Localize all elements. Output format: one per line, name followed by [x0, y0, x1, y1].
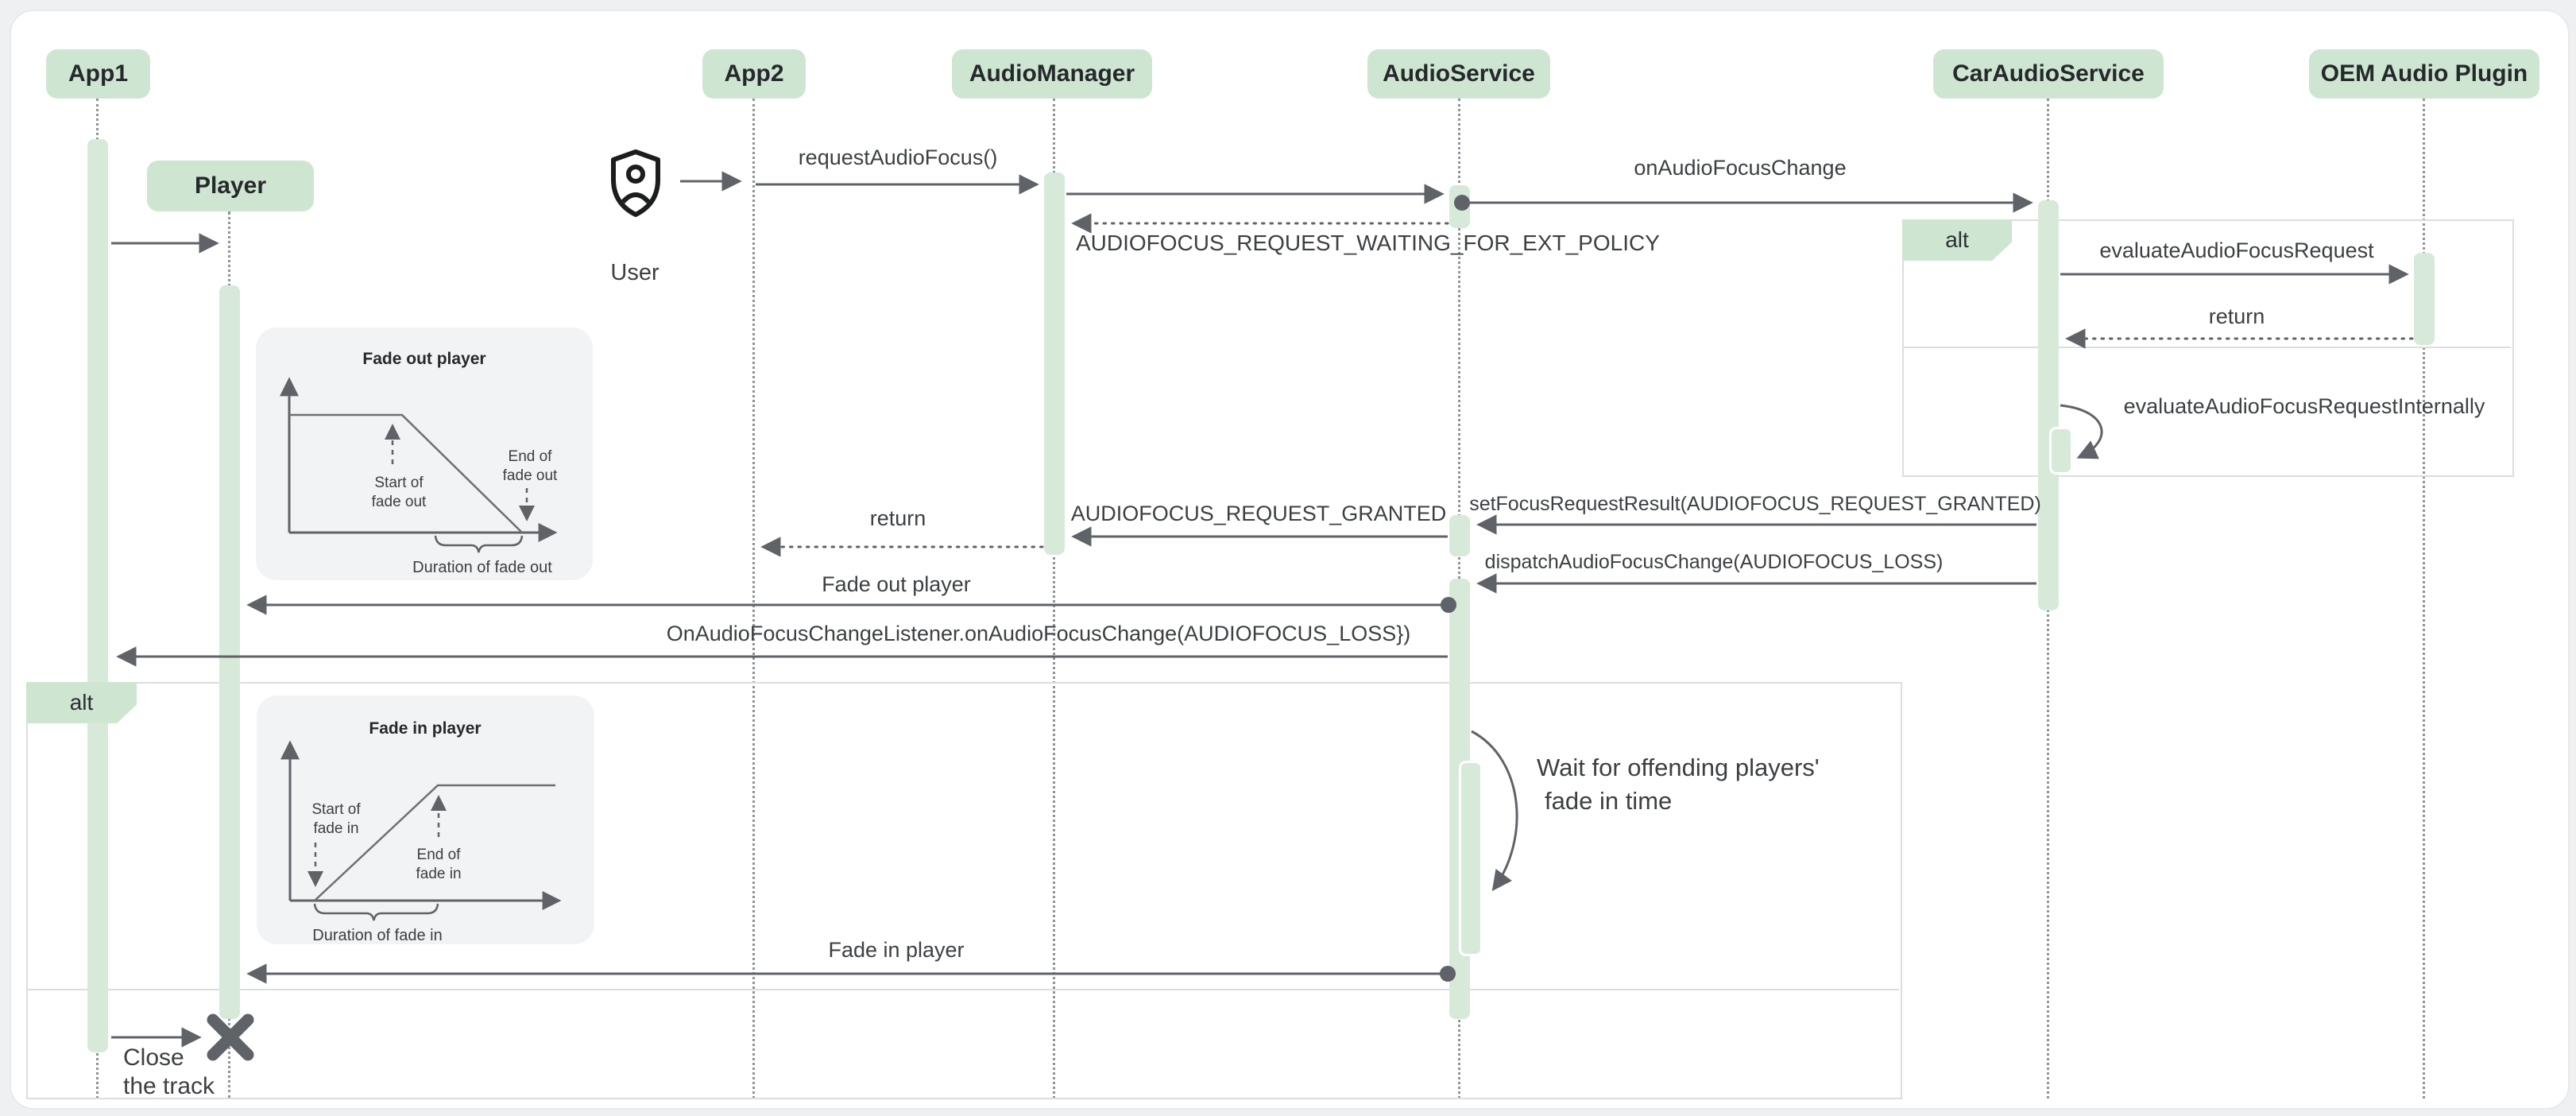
- user-label: User: [610, 260, 659, 285]
- end-label-1: End of: [417, 847, 462, 863]
- alt-fragment-right: [1902, 219, 2514, 477]
- fade-in-inset: Fade in player Start of fade in End of f…: [257, 696, 594, 944]
- activation-audiomanager: [1044, 172, 1065, 555]
- fade-in-title: Fade in player: [369, 719, 481, 738]
- user-icon: [611, 149, 660, 217]
- async-dot-fade-out: [1441, 597, 1456, 613]
- msg-evaluate-internally: evaluateAudioFocusRequestInternally: [2123, 394, 2485, 418]
- end-label-1: End of: [509, 448, 553, 465]
- msg-dispatch-focus-change: dispatchAudioFocusChange(AUDIOFOCUS_LOSS…: [1484, 551, 1944, 573]
- msg-fade-in-player: Fade in player: [828, 938, 965, 962]
- activation-player: [219, 285, 240, 1019]
- activation-oem-plugin: [2414, 253, 2435, 345]
- evaluate-internally-self-arrow: [2060, 404, 2103, 459]
- start-label-1: Start of: [374, 475, 424, 491]
- participant-audioservice: AudioService: [1367, 49, 1550, 99]
- participant-oem-audio-plugin: OEM Audio Plugin: [2309, 49, 2539, 99]
- start-label-2: fade out: [372, 494, 427, 510]
- activation-caraudioservice-self: [2049, 427, 2073, 475]
- close-note-line1: Close: [123, 1044, 184, 1071]
- duration-brace: [434, 535, 524, 553]
- alt-fragment-left-divider: [26, 989, 1899, 990]
- start-label-1: Start of: [311, 801, 361, 818]
- end-label-2: fade out: [503, 467, 558, 484]
- lifeline-audiomanager: [1053, 99, 1055, 1099]
- close-note-line2: the track: [123, 1073, 215, 1099]
- participant-app1: App1: [46, 49, 150, 99]
- activation-audioservice-wait: [1459, 761, 1483, 956]
- async-dot-on-audio-focus-change: [1454, 195, 1470, 211]
- fade-out-curve: [289, 413, 523, 533]
- end-label-2: fade in: [416, 866, 461, 882]
- wait-note-line2: fade in time: [1545, 787, 1673, 815]
- activation-audioservice-2: [1449, 515, 1470, 556]
- alt-fragment-right-divider: [1902, 347, 2511, 348]
- duration-label: Duration of fade in: [312, 927, 442, 944]
- lifeline-oem-plugin: [2423, 99, 2425, 1099]
- activation-caraudioservice: [2038, 200, 2059, 610]
- lifeline-app2: [752, 99, 755, 1099]
- msg-return-left: return: [869, 506, 926, 530]
- msg-audiofocus-waiting: AUDIOFOCUS_REQUEST_WAITING_FOR_EXT_POLIC…: [1076, 231, 1660, 255]
- participant-caraudioservice: CarAudioService: [1933, 49, 2164, 99]
- fade-out-inset: Fade out player Start of fade out End of…: [256, 327, 593, 580]
- fade-in-curve: [314, 784, 555, 901]
- wait-self-arrow: [1471, 730, 1518, 892]
- activation-app1: [87, 139, 108, 1052]
- destroy-x-icon: [207, 1013, 254, 1061]
- wait-note-line1: Wait for offending players': [1537, 754, 1820, 781]
- msg-fade-out-player: Fade out player: [822, 572, 971, 596]
- duration-label: Duration of fade out: [412, 559, 552, 576]
- msg-listener-callback: OnAudioFocusChangeListener.onAudioFocusC…: [666, 622, 1411, 645]
- msg-evaluate-audio-focus-request: evaluateAudioFocusRequest: [2099, 238, 2374, 262]
- alt-fragment-left: [26, 682, 1902, 1099]
- start-label-2: fade in: [313, 820, 358, 837]
- object-player: Player: [147, 161, 314, 211]
- msg-on-audio-focus-change: onAudioFocusChange: [1634, 156, 1847, 180]
- fade-out-chart: Fade out player Start of fade out End of…: [280, 350, 558, 576]
- async-dot-fade-in: [1440, 966, 1456, 982]
- msg-set-focus-request-result: setFocusRequestResult(AUDIOFOCUS_REQUEST…: [1469, 493, 2041, 515]
- fade-out-title: Fade out player: [362, 350, 485, 368]
- msg-request-audio-focus: requestAudioFocus(): [798, 145, 998, 169]
- alt-label-left: alt: [26, 682, 137, 723]
- duration-brace: [313, 903, 439, 921]
- participant-audiomanager: AudioManager: [952, 49, 1152, 99]
- alt-label-right: alt: [1902, 219, 2012, 261]
- msg-return-right: return: [2208, 304, 2265, 328]
- fade-in-chart: Fade in player Start of fade in End of f…: [280, 719, 562, 944]
- msg-audiofocus-granted: AUDIOFOCUS_REQUEST_GRANTED: [1070, 502, 1447, 525]
- participant-app2: App2: [702, 49, 806, 99]
